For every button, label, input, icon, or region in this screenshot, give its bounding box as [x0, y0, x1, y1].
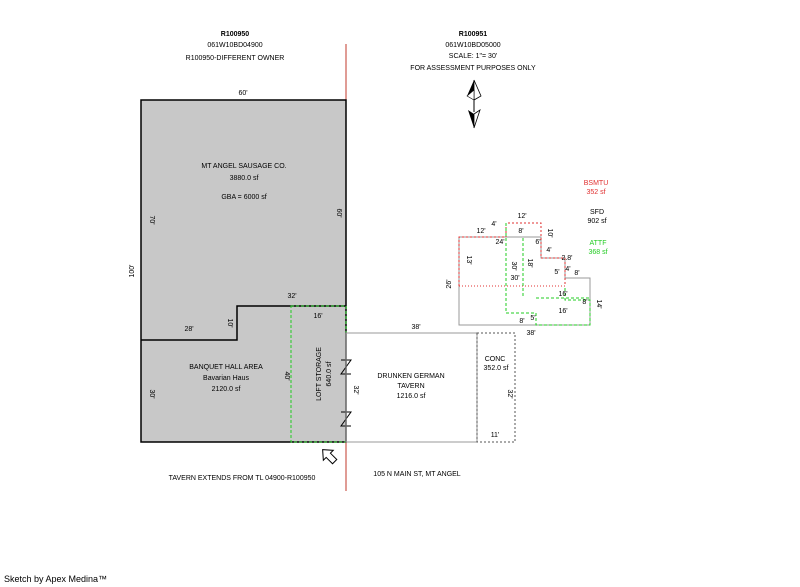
dim-h5: 5': [554, 269, 559, 276]
dim-h10: 10': [546, 228, 553, 237]
dim-h26: 26': [446, 279, 453, 288]
tavern-name: DRUNKEN GERMAN: [377, 373, 444, 380]
dim-h4b: 4': [546, 247, 551, 254]
dim-h28: 2.8': [561, 255, 572, 262]
tavern-area: 1216.0 sf: [397, 393, 426, 400]
dim-h4: 4': [491, 221, 496, 228]
dim-h24: 24': [495, 239, 504, 246]
sausage-area: 3880.0 sf: [230, 175, 259, 182]
footer-credit: Sketch by Apex Medina™: [4, 574, 108, 584]
pointer-arrow-icon: [322, 449, 338, 465]
bsmtu-name: BSMTU: [584, 180, 609, 187]
dim-h12a: 12': [476, 228, 485, 235]
conc-area: [476, 332, 516, 443]
dim-right-60: 60': [335, 208, 342, 217]
sausage-gba: GBA = 6000 sf: [221, 194, 266, 201]
north-arrow-icon: [466, 79, 482, 129]
banquet-area: 2120.0 sf: [212, 386, 241, 393]
dim-h8a: 8': [518, 228, 523, 235]
dim-h12b: 12': [517, 213, 526, 220]
dim-h8d: 8': [519, 318, 524, 325]
sfd-name: SFD: [590, 209, 604, 216]
sfd-area: 902 sf: [587, 218, 606, 225]
attf-outline: [505, 223, 591, 326]
dim-h4c: 4': [565, 266, 570, 273]
dim-40: 40': [283, 371, 290, 380]
left-parcel-taxlot: 061W10BD04900: [207, 42, 262, 49]
dim-h8c: 8': [582, 299, 587, 306]
dim-h8b: 8': [574, 270, 579, 277]
attf-name: ATTF: [590, 240, 607, 247]
dim-h6: 6': [535, 239, 540, 246]
dim-left-70: 70': [148, 215, 155, 224]
address-caption: 105 N MAIN ST, MT ANGEL: [373, 471, 461, 478]
dim-h16b: 16': [558, 308, 567, 315]
dim-32c: 32': [506, 389, 513, 398]
dim-left-100: 100': [129, 264, 136, 277]
conc-name: CONC: [485, 356, 506, 363]
dim-h16a: 16': [558, 291, 567, 298]
dim-10: 10': [226, 318, 233, 327]
tavern-sub: TAVERN: [397, 383, 424, 390]
bsmtu-area: 352 sf: [586, 189, 605, 196]
loft-area: 640.0 sf: [326, 361, 333, 386]
right-parcel-taxlot: 061W10BD05000: [445, 42, 500, 49]
banquet-name: BANQUET HALL AREA: [189, 364, 263, 371]
dim-30: 30': [148, 389, 155, 398]
dim-top-60: 60': [238, 90, 247, 97]
scale-label: SCALE: 1"= 30': [449, 53, 497, 60]
tavern-building: [345, 332, 478, 443]
left-parcel-id: R100950: [221, 31, 250, 38]
dim-h5b: 5': [530, 315, 535, 322]
dim-h13: 13': [465, 255, 472, 264]
dim-h14: 14': [595, 299, 602, 308]
sausage-name: MT ANGEL SAUSAGE CO.: [201, 163, 286, 170]
dim-h38: 38': [526, 330, 535, 337]
left-parcel-note: R100950-DIFFERENT OWNER: [186, 55, 285, 62]
attf-area: 368 sf: [588, 249, 607, 256]
dim-16: 16': [313, 313, 322, 320]
dim-h18: 18': [526, 258, 533, 267]
dim-28: 28': [184, 326, 193, 333]
dim-h30v: 30': [510, 261, 517, 270]
sfd-outline: [458, 236, 591, 326]
conc-area-value: 352.0 sf: [484, 365, 509, 372]
right-parcel-id: R100951: [459, 31, 488, 38]
tavern-extends-caption: TAVERN EXTENDS FROM TL 04900-R100950: [169, 475, 316, 482]
dim-h30: 30': [510, 275, 519, 282]
loft-name: LOFT STORAGE: [316, 347, 323, 401]
dim-32b: 32': [352, 385, 359, 394]
purpose-label: FOR ASSESSMENT PURPOSES ONLY: [410, 65, 536, 72]
dim-38: 38': [411, 324, 420, 331]
banquet-sub: Bavarian Haus: [203, 375, 249, 382]
dim-32: 32': [287, 293, 296, 300]
dim-11: 11': [491, 432, 500, 439]
bsmtu-outline: [458, 222, 566, 286]
